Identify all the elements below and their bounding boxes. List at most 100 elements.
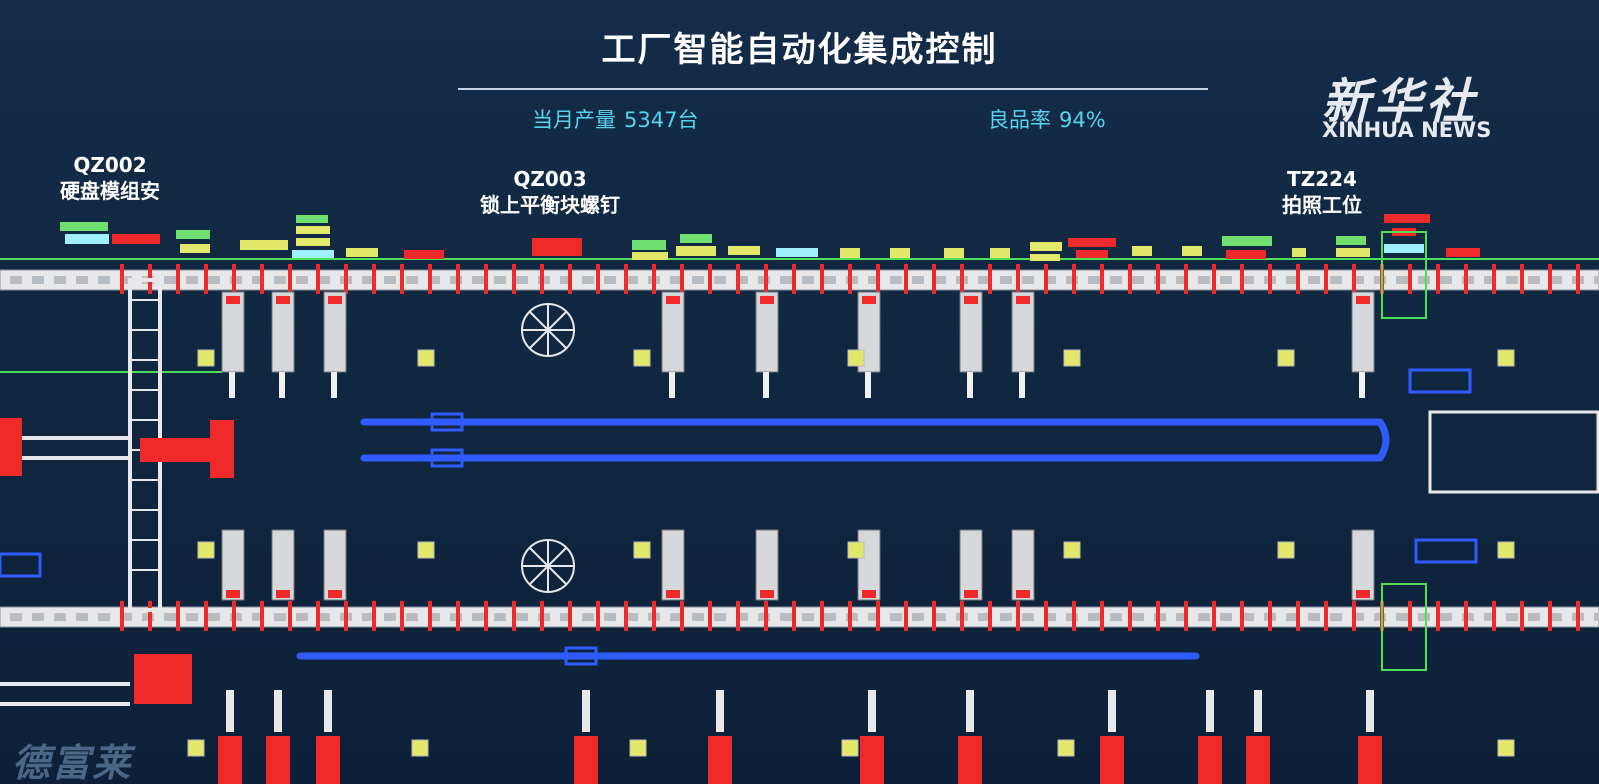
conveyor-stopper bbox=[848, 264, 852, 294]
status-block bbox=[60, 222, 108, 231]
station-indicator bbox=[666, 590, 680, 598]
conveyor-roller bbox=[1418, 276, 1430, 284]
conveyor-track bbox=[0, 606, 1599, 628]
station-indicator bbox=[328, 590, 342, 598]
yellow-square-icon bbox=[841, 739, 859, 757]
conveyor-stopper bbox=[988, 264, 992, 294]
conveyor-roller bbox=[1330, 276, 1342, 284]
conveyor-stopper bbox=[484, 264, 488, 294]
bottom-actuator bbox=[1358, 736, 1382, 784]
yellow-square-icon bbox=[417, 349, 435, 367]
conveyor-stopper bbox=[1072, 601, 1076, 631]
status-block bbox=[1446, 248, 1480, 257]
conveyor-stopper bbox=[596, 601, 600, 631]
conveyor-roller bbox=[428, 613, 440, 621]
status-block bbox=[632, 240, 666, 250]
conveyor-stopper bbox=[176, 264, 180, 294]
conveyor-roller bbox=[868, 276, 880, 284]
status-block bbox=[180, 244, 210, 253]
conveyor-roller bbox=[560, 276, 572, 284]
actuator-rod bbox=[966, 690, 974, 732]
conveyor-roller bbox=[32, 276, 44, 284]
yellow-square-icon bbox=[187, 739, 205, 757]
conveyor-stopper bbox=[1184, 264, 1188, 294]
conveyor-stopper bbox=[428, 601, 432, 631]
conveyor-track bbox=[0, 269, 1599, 291]
yellow-square-icon bbox=[197, 541, 215, 559]
bottom-rail bbox=[0, 702, 130, 706]
conveyor-roller bbox=[934, 276, 946, 284]
left-rail bbox=[22, 456, 132, 460]
conveyor-stopper bbox=[1492, 601, 1496, 631]
conveyor-stopper bbox=[1492, 264, 1496, 294]
title-divider bbox=[458, 88, 1208, 90]
bottom-actuator bbox=[708, 736, 732, 784]
watermark: 德富莱 bbox=[12, 741, 133, 784]
screw-spindle bbox=[763, 372, 769, 398]
screw-station bbox=[755, 529, 779, 601]
conveyor-stopper bbox=[624, 601, 628, 631]
conveyor-roller bbox=[494, 613, 506, 621]
conveyor-stopper bbox=[120, 264, 124, 294]
conveyor-stopper bbox=[932, 601, 936, 631]
status-block bbox=[1132, 246, 1152, 256]
conveyor-roller bbox=[802, 613, 814, 621]
conveyor-stopper bbox=[1464, 264, 1468, 294]
conveyor-roller bbox=[186, 613, 198, 621]
status-block bbox=[944, 248, 964, 258]
conveyor-stopper bbox=[512, 264, 516, 294]
screw-spindle bbox=[669, 372, 675, 398]
screw-spindle bbox=[967, 372, 973, 398]
station-code: TZ224 bbox=[1287, 167, 1357, 191]
conveyor-roller bbox=[1198, 276, 1210, 284]
conveyor-stopper bbox=[820, 601, 824, 631]
conveyor-stopper bbox=[1324, 264, 1328, 294]
conveyor-roller bbox=[1594, 613, 1599, 621]
conveyor-roller bbox=[670, 613, 682, 621]
conveyor-roller bbox=[1308, 276, 1320, 284]
conveyor-stopper bbox=[1268, 601, 1272, 631]
conveyor-stopper bbox=[652, 601, 656, 631]
station-indicator bbox=[1016, 590, 1030, 598]
conveyor-stopper bbox=[400, 264, 404, 294]
conveyor-roller bbox=[1418, 613, 1430, 621]
conveyor-stopper bbox=[820, 264, 824, 294]
status-block bbox=[728, 246, 760, 255]
conveyor-roller bbox=[120, 613, 132, 621]
actuator-rod bbox=[868, 690, 876, 732]
conveyor-stopper bbox=[596, 264, 600, 294]
bottom-actuator bbox=[860, 736, 884, 784]
conveyor-roller bbox=[10, 613, 22, 621]
conveyor-roller bbox=[98, 613, 110, 621]
conveyor-roller bbox=[582, 613, 594, 621]
conveyor-stopper bbox=[1576, 601, 1580, 631]
conveyor-stopper bbox=[176, 601, 180, 631]
station-code: QZ003 bbox=[513, 167, 587, 191]
conveyor-roller bbox=[692, 613, 704, 621]
screw-station bbox=[857, 529, 881, 601]
conveyor-stopper bbox=[1212, 601, 1216, 631]
yellow-square-icon bbox=[633, 349, 651, 367]
transfer-unit bbox=[140, 438, 210, 462]
conveyor-stopper bbox=[1044, 264, 1048, 294]
conveyor-stopper bbox=[288, 264, 292, 294]
bottom-rail bbox=[0, 682, 130, 686]
buffer-carrier bbox=[430, 448, 464, 468]
conveyor-stopper bbox=[260, 601, 264, 631]
monthly-output-label: 当月产量 bbox=[532, 108, 616, 132]
screw-station bbox=[221, 529, 245, 601]
conveyor-roller bbox=[670, 276, 682, 284]
left-machine bbox=[0, 418, 22, 476]
conveyor-stopper bbox=[1240, 601, 1244, 631]
screw-spindle bbox=[865, 372, 871, 398]
conveyor-roller bbox=[1528, 613, 1540, 621]
conveyor-roller bbox=[1286, 276, 1298, 284]
station-indicator bbox=[666, 296, 680, 304]
conveyor-stopper bbox=[1268, 264, 1272, 294]
station-indicator bbox=[964, 296, 978, 304]
reject-bin bbox=[1428, 410, 1599, 494]
conveyor-roller bbox=[1308, 613, 1320, 621]
conveyor-stopper bbox=[1520, 264, 1524, 294]
conveyor-roller bbox=[890, 276, 902, 284]
